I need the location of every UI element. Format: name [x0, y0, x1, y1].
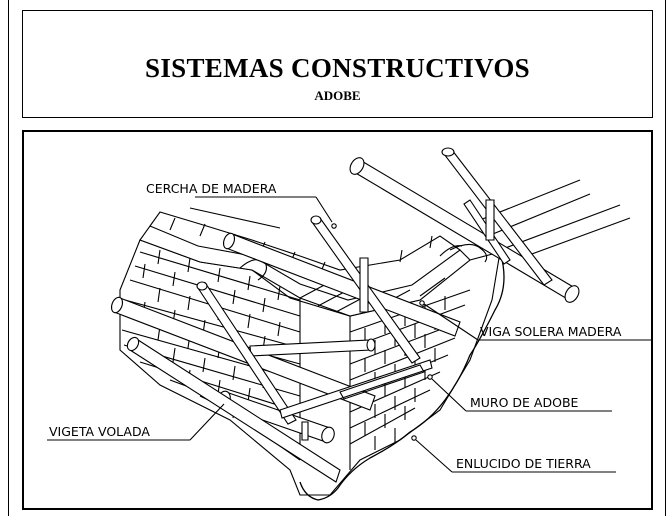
sheet-border-left	[8, 0, 9, 516]
label-viga-solera-madera: VIGA SOLERA MADERA	[480, 324, 622, 339]
earth-plaster	[299, 251, 505, 501]
label-enlucido-de-tierra: ENLUCIDO DE TIERRA	[456, 456, 591, 471]
label-leaders	[47, 196, 651, 473]
page-title: SISTEMAS CONSTRUCTIVOS	[145, 53, 530, 83]
drawing-frame	[22, 130, 653, 510]
label-muro-de-adobe: MURO DE ADOBE	[470, 395, 579, 410]
sheet-border-right	[665, 0, 666, 516]
label-cercha-de-madera: CERCHA DE MADERA	[146, 181, 277, 196]
page-subtitle: ADOBE	[314, 88, 361, 103]
timber-trusses	[196, 147, 553, 441]
title-block: SISTEMAS CONSTRUCTIVOS ADOBE	[22, 10, 653, 118]
label-vigeta-volada: VIGETA VOLADA	[49, 424, 150, 439]
